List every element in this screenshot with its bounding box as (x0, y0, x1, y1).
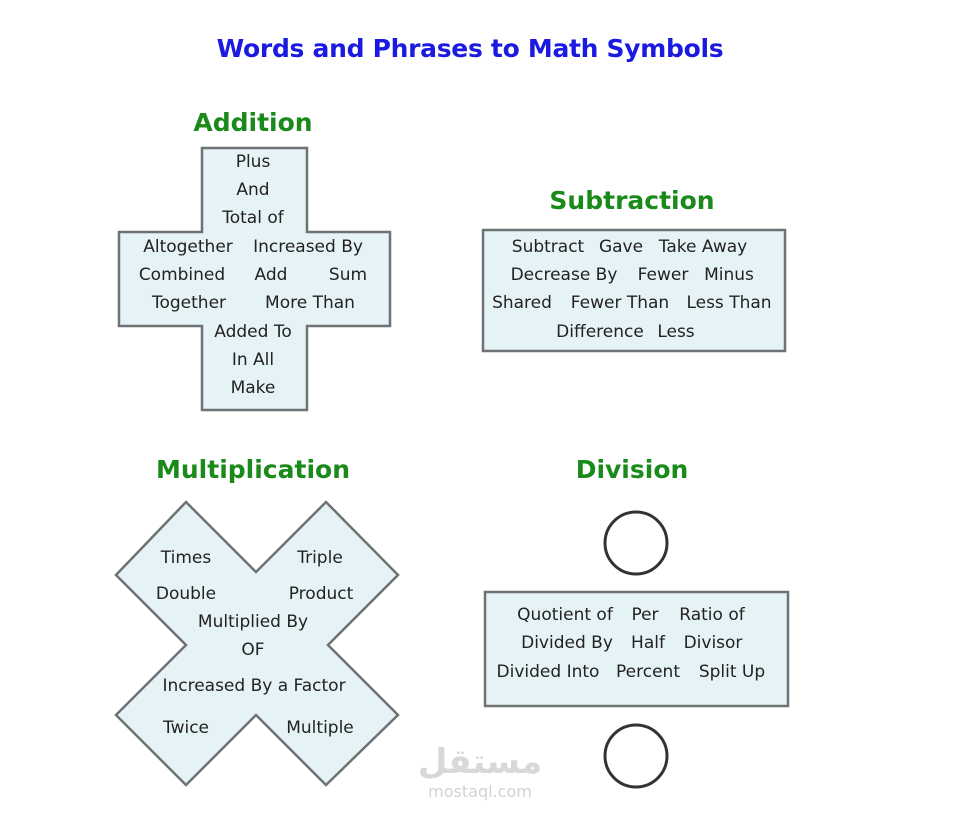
addition-word: More Than (265, 293, 355, 313)
subtraction-word: Subtract (511, 237, 585, 257)
watermark-logo: مستقل (417, 742, 543, 782)
division-word: Divided By (521, 633, 613, 653)
division-word: Per (631, 605, 659, 625)
subtraction-word: Difference (556, 322, 644, 342)
subtraction-heading: Subtraction (549, 186, 715, 215)
addition-word: Increased By (253, 237, 363, 257)
multiplication-word: Twice (162, 718, 210, 738)
multiplication-heading: Multiplication (156, 455, 350, 484)
division-bar-shape (483, 590, 790, 708)
multiplication-word: OF (241, 640, 265, 660)
subtraction-word: Decrease By (510, 265, 618, 285)
division-heading: Division (575, 455, 689, 484)
multiplication-word: Product (288, 584, 354, 604)
addition-word: And (236, 180, 270, 200)
subtraction-word: Fewer Than (570, 293, 670, 313)
addition-word: Added To (214, 322, 292, 342)
division-word: Half (631, 633, 665, 653)
division-word: Divisor (683, 633, 743, 653)
watermark-url: mostaql.com (428, 782, 532, 801)
addition-word: Altogether (143, 237, 233, 257)
subtraction-word: Minus (704, 265, 754, 285)
subtraction-word: Shared (492, 293, 552, 313)
division-word: Split Up (698, 662, 766, 682)
subtraction-word: Fewer (637, 265, 689, 285)
addition-heading: Addition (193, 108, 313, 137)
addition-word: Add (254, 265, 288, 285)
addition-word: Make (230, 378, 276, 398)
subtraction-word: Less Than (686, 293, 772, 313)
page-title: Words and Phrases to Math Symbols (216, 34, 724, 63)
subtraction-word: Take Away (658, 237, 748, 257)
division-word: Percent (616, 662, 680, 682)
multiplication-word: Times (160, 548, 212, 568)
division-top-dot (603, 510, 669, 576)
multiplication-word: Increased By a Factor (162, 676, 346, 696)
addition-word: Combined (138, 265, 226, 285)
multiplication-word: Multiplied By (197, 612, 309, 632)
subtraction-word: Less (657, 322, 695, 342)
subtraction-word: Gave (598, 237, 644, 257)
multiplication-word: Triple (297, 548, 343, 568)
multiplication-word: Multiple (286, 718, 354, 738)
addition-word: Together (151, 293, 227, 313)
division-word: Quotient of (517, 605, 613, 625)
addition-word: In All (231, 350, 275, 370)
division-word: Divided Into (496, 662, 600, 682)
addition-word: Total of (222, 208, 284, 228)
division-word: Ratio of (679, 605, 745, 625)
plus-shape (117, 146, 392, 412)
multiplication-word: Double (155, 584, 217, 604)
addition-word: Plus (235, 152, 271, 172)
addition-word: Sum (328, 265, 368, 285)
times-shape (114, 500, 400, 787)
minus-bar-shape (481, 228, 787, 353)
division-bottom-dot (603, 723, 669, 789)
